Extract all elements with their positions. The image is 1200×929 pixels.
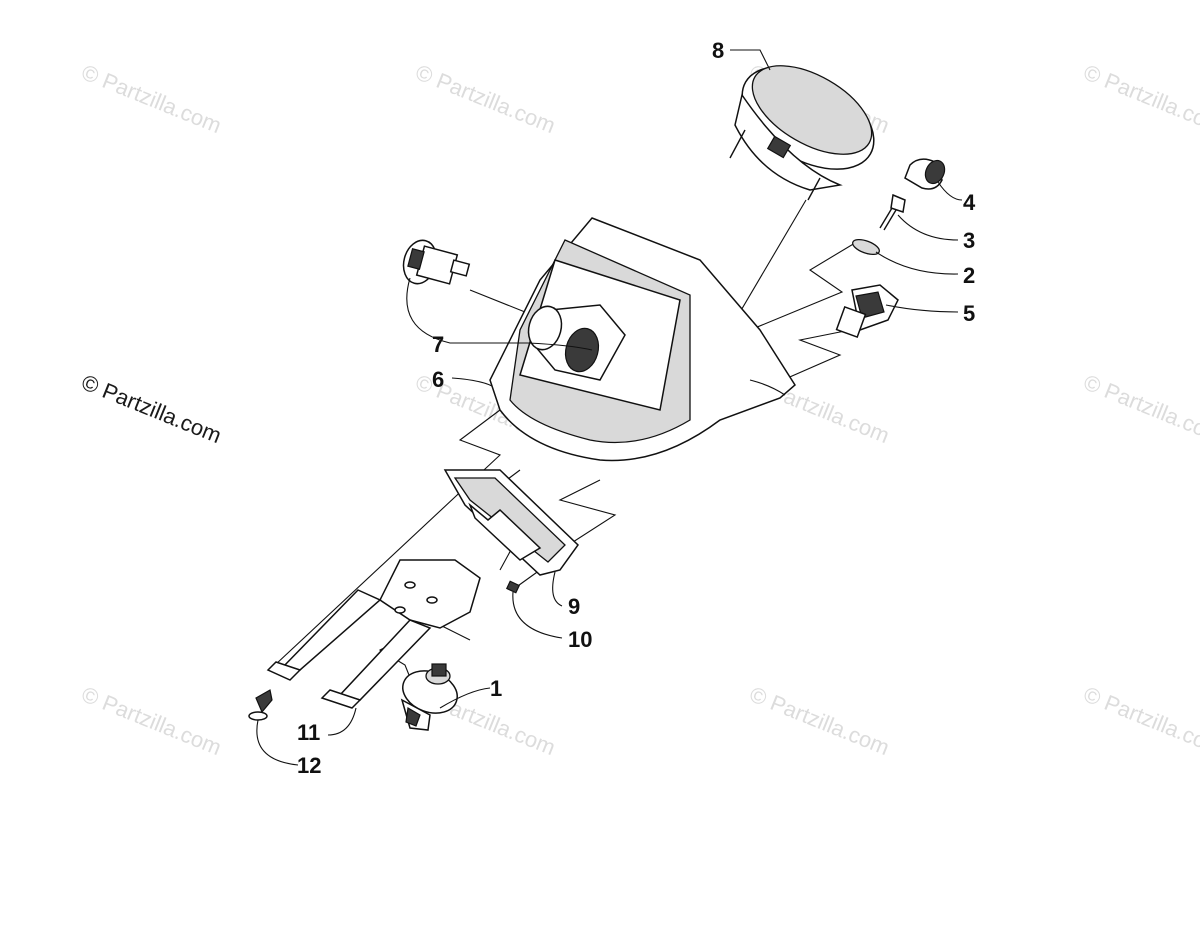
watermark: © Partzilla.com: [78, 681, 225, 760]
switch-nut[interactable]: [851, 237, 881, 258]
part-label-11: 11: [297, 720, 320, 745]
push-rivet[interactable]: [248, 689, 273, 721]
part-label-3: 3: [963, 228, 975, 253]
rocker-switch[interactable]: [835, 284, 899, 338]
speedometer-gauge[interactable]: [725, 46, 892, 201]
clip[interactable]: [505, 580, 521, 594]
part-label-10: 10: [568, 627, 592, 652]
part-label-7: 7: [432, 332, 444, 357]
part-label-4: 4: [963, 190, 976, 215]
part-label-12: 12: [297, 753, 321, 778]
watermark: © Partzilla.com: [1080, 681, 1200, 760]
callout-leaders: [256, 49, 963, 766]
ignition-switch[interactable]: [397, 663, 463, 731]
watermark: © Partzilla.com: [1080, 369, 1200, 448]
part-label-8: 8: [712, 38, 724, 63]
key-cap[interactable]: [904, 157, 948, 190]
part-labels: 8 4 3 2 5 7 6 9 10 1 11 12: [297, 38, 976, 778]
watermark-primary: © Partzilla.com: [78, 369, 225, 448]
pod-cover[interactable]: [443, 469, 579, 576]
key[interactable]: [879, 193, 906, 231]
watermark: © Partzilla.com: [78, 59, 225, 138]
power-outlet[interactable]: [399, 237, 626, 381]
part-label-5: 5: [963, 301, 975, 326]
watermark: © Partzilla.com: [412, 59, 559, 138]
watermark: © Partzilla.com: [746, 681, 893, 760]
part-label-6: 6: [432, 367, 444, 392]
part-label-2: 2: [963, 263, 975, 288]
watermark: © Partzilla.com: [1080, 59, 1200, 138]
mounting-bracket[interactable]: [266, 559, 481, 709]
part-label-9: 9: [568, 594, 580, 619]
part-label-1: 1: [490, 676, 502, 701]
